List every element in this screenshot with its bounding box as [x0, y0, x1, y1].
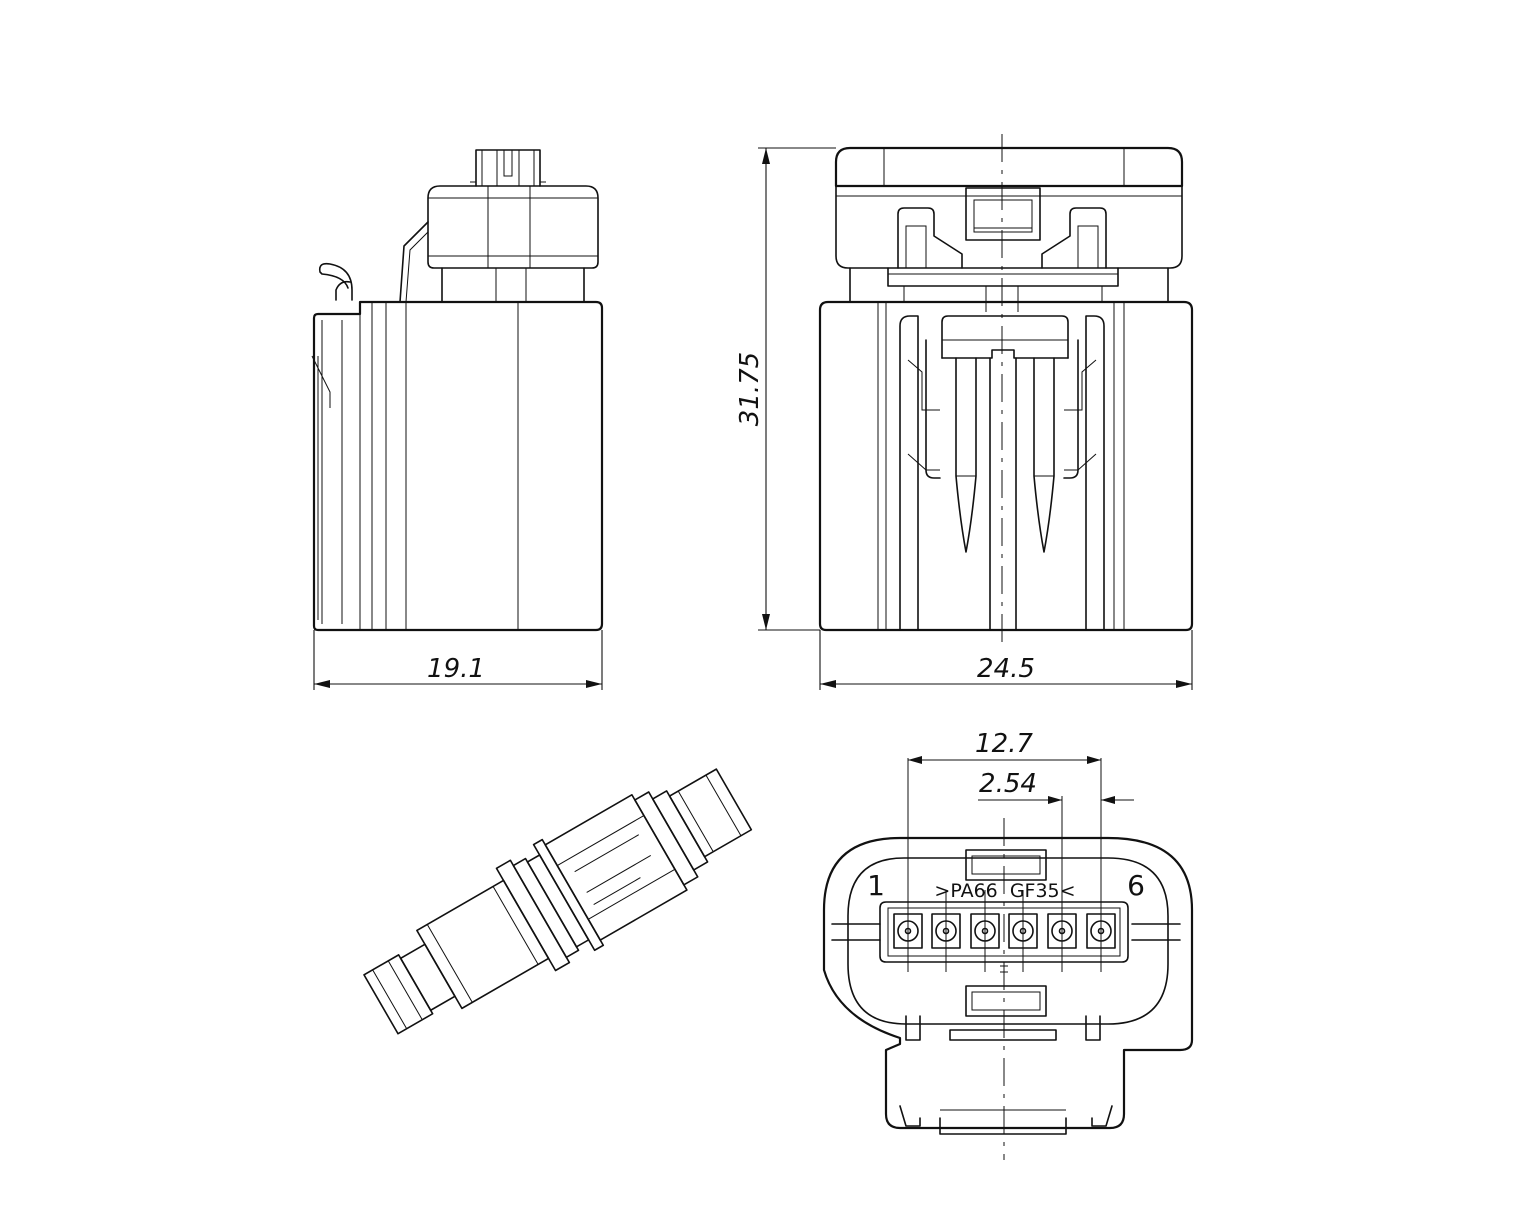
- side-view: 19.1: [311, 149, 604, 690]
- side-width-dimension: 19.1: [427, 654, 485, 684]
- pin-span-dimension: 12.7: [975, 729, 1033, 759]
- mating-face-view: 1 6 >PA66 GF35< 12.7 2.54: [822, 729, 1194, 1160]
- material-marking: >PA66 GF35<: [934, 880, 1075, 902]
- pin-6-label: 6: [1127, 869, 1145, 902]
- pin-pitch-dimension: 2.54: [979, 769, 1037, 799]
- isometric-view: [363, 768, 753, 1035]
- front-view: 31.75 24.5: [735, 134, 1194, 690]
- pin-1-label: 1: [867, 869, 885, 902]
- front-width-dimension: 24.5: [977, 654, 1035, 684]
- height-dimension: 31.75: [735, 352, 765, 426]
